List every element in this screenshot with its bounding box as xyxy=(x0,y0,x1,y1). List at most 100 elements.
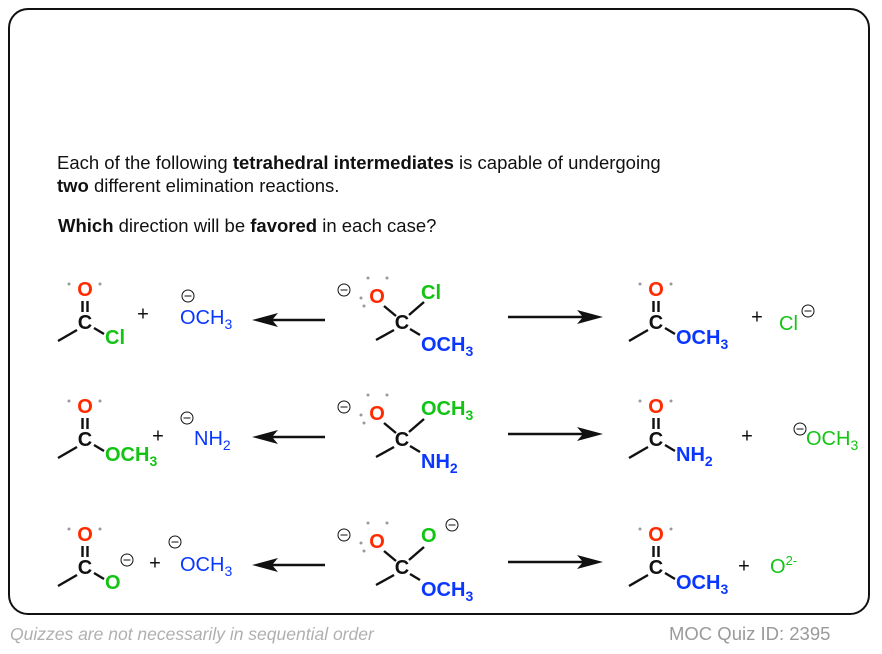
lone-pair-dot xyxy=(359,413,363,417)
plus-sign: + xyxy=(137,303,149,326)
bond xyxy=(408,301,425,316)
lone-pair-dot xyxy=(362,304,366,308)
bond xyxy=(409,444,421,454)
lone-pair-dot xyxy=(359,296,363,300)
intermediate-oxygen: O xyxy=(369,531,385,553)
intro-line-2: two different elimination reactions. xyxy=(57,175,340,196)
footer-note: Quizzes are not necessarily in sequentia… xyxy=(10,624,374,644)
right_product-substituent-text: NH xyxy=(676,444,705,466)
right_product-oxygen: O xyxy=(648,279,664,301)
methyl-bond xyxy=(628,445,649,460)
intermediate-lower-group-text: OCH xyxy=(421,334,466,356)
methyl-bond xyxy=(57,445,78,460)
right-leaving-group-superscript: 2- xyxy=(785,553,798,568)
plus-sign: + xyxy=(152,425,164,448)
lone-pair-dot xyxy=(366,276,370,280)
lone-pair-dot xyxy=(638,282,642,286)
bond-layer xyxy=(57,418,676,460)
left_product-carbon: C xyxy=(77,557,93,579)
right_product-substituent-subscript: 3 xyxy=(720,336,729,352)
negative-charge-icon xyxy=(445,518,459,532)
substituent-bond xyxy=(664,571,676,581)
intermediate-lower-group-text: NH xyxy=(421,451,450,473)
right_product-substituent-text: OCH xyxy=(676,572,721,594)
bond-layer xyxy=(57,301,676,343)
intermediate-lower-group-subscript: 3 xyxy=(465,588,474,604)
intermediate-carbon: C xyxy=(394,312,410,334)
left_product-substituent-text: O xyxy=(105,572,121,594)
methyl-bond xyxy=(375,328,395,342)
bond xyxy=(383,305,397,317)
quiz-card xyxy=(8,8,870,615)
bond xyxy=(408,546,425,561)
left_product-oxygen: O xyxy=(77,279,93,301)
lone-pair-dot xyxy=(366,393,370,397)
intermediate-upper-group: OCH3 xyxy=(421,398,473,422)
lone-pair-dot xyxy=(67,399,71,403)
lone-pair-dot xyxy=(638,399,642,403)
right-leaving-group: Cl xyxy=(779,314,798,334)
lone-pair-dot xyxy=(669,282,673,286)
negative-charge-icon xyxy=(168,535,182,549)
intermediate-lower-group-text: OCH xyxy=(421,579,466,601)
left-leaving-group-subscript: 3 xyxy=(224,563,233,579)
methyl-bond xyxy=(375,573,395,587)
negative-charge-icon xyxy=(181,289,195,303)
right_product-substituent: NH2 xyxy=(676,444,713,468)
left-leaving-group-subscript: 2 xyxy=(222,437,231,453)
left_product-substituent: OCH3 xyxy=(105,444,157,468)
negative-charge-icon xyxy=(337,528,351,542)
left-leaving-group-text: NH xyxy=(194,428,223,450)
substituent-bond xyxy=(93,443,105,453)
methyl-bond xyxy=(57,328,78,343)
arrow-left xyxy=(252,313,325,327)
lone-pair-dot xyxy=(385,521,389,525)
arrow-right xyxy=(508,310,603,324)
negative-charge-icon xyxy=(801,304,815,318)
plus-sign: + xyxy=(149,552,161,575)
plus-sign: + xyxy=(741,425,753,448)
left-leaving-group: NH2 xyxy=(194,428,231,452)
lone-pair-dot xyxy=(362,549,366,553)
intermediate-lower-group: NH2 xyxy=(421,451,458,475)
right-leaving-group-subscript: 3 xyxy=(850,437,859,453)
right-leaving-group: OCH3 xyxy=(806,428,858,452)
right_product-carbon: C xyxy=(648,312,664,334)
intermediate-upper-group-subscript: 3 xyxy=(465,407,474,423)
methyl-bond xyxy=(628,328,649,343)
left-leaving-group-text: OCH xyxy=(180,554,225,576)
left_product-oxygen: O xyxy=(77,524,93,546)
left_product-substituent: Cl xyxy=(105,328,125,348)
negative-charge-icon xyxy=(180,411,194,425)
intermediate-upper-group: O xyxy=(421,526,437,546)
lone-pair-dot xyxy=(67,282,71,286)
negative-charge-icon xyxy=(337,283,351,297)
right_product-oxygen: O xyxy=(648,396,664,418)
substituent-bond xyxy=(664,326,676,336)
lone-pair-dot xyxy=(385,393,389,397)
intermediate-upper-group: Cl xyxy=(421,283,441,303)
left_product-substituent-text: Cl xyxy=(105,327,125,349)
left-leaving-group: OCH3 xyxy=(180,554,232,578)
right_product-carbon: C xyxy=(648,557,664,579)
bond xyxy=(409,572,421,582)
left_product-substituent-text: OCH xyxy=(105,444,150,466)
methyl-bond xyxy=(57,573,78,588)
intermediate-upper-group-text: OCH xyxy=(421,398,466,420)
substituent-bond xyxy=(93,571,105,581)
lone-pair-dot xyxy=(359,541,363,545)
methyl-bond xyxy=(628,573,649,588)
lone-pair-dot xyxy=(67,527,71,531)
left-leaving-group-subscript: 3 xyxy=(224,316,233,332)
bond-layer xyxy=(57,546,676,588)
bond xyxy=(408,418,425,433)
quiz-id: MOC Quiz ID: 2395 xyxy=(669,623,831,644)
intermediate-carbon: C xyxy=(394,429,410,451)
left_product-carbon: C xyxy=(77,312,93,334)
right-leaving-group-text: OCH xyxy=(806,428,851,450)
left_product-substituent-subscript: 3 xyxy=(149,453,158,469)
negative-charge-icon xyxy=(793,422,807,436)
